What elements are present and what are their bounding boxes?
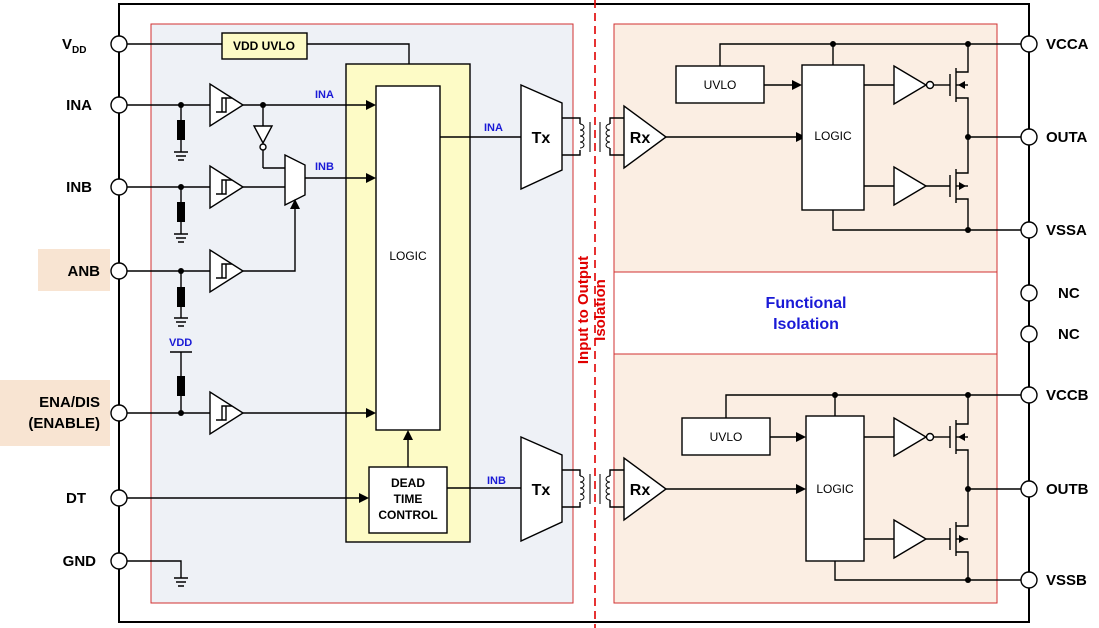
nc2-pin [1020,325,1038,343]
vccb-pin-label: VCCB [1046,387,1089,404]
isolation-label: Input to Output Isolation [575,256,609,364]
vdd-pullup-label: VDD [169,337,192,349]
vdd-pin [110,35,128,53]
logic-a-label: LOGIC [814,129,852,143]
inb-pin-label: INB [66,179,92,196]
dt-pin [110,489,128,507]
nc2-pin-label: NC [1058,326,1080,343]
main-logic-label: LOGIC [389,249,427,263]
rx-b-label: Rx [630,482,651,499]
rx-b-block [623,456,668,522]
inb-pin [110,178,128,196]
main-logic-block [375,85,441,431]
vssb-pin [1020,571,1038,589]
gnd-pin-label: GND [63,553,97,570]
tx-b-block [520,435,563,543]
dead-time-label-3: CONTROL [378,508,437,522]
vcca-pin [1020,35,1038,53]
dead-time-label-2: TIME [394,492,423,506]
isolation-label-line2: Isolation [592,279,609,341]
gnd-pin [110,552,128,570]
vccb-pin [1020,386,1038,404]
uvlo-b-block [681,417,771,456]
dt-pin-label: DT [66,490,86,507]
nmos-a [949,137,969,230]
nc1-pin-label: NC [1058,285,1080,302]
ina-pin [110,96,128,114]
dead-time-control-block [368,466,448,534]
logic-b-label: LOGIC [816,482,854,496]
driver-b-low [893,518,928,560]
inb-mux [284,153,306,207]
inb-signal-label-1: INB [315,161,334,173]
vdd-pin-label: VDD [62,36,86,56]
inb-signal-label-2: INB [487,475,506,487]
isolation-transformer-a [562,117,624,156]
pmos-b [949,395,969,489]
driver-b-high [893,416,928,458]
vssa-pin-label: VSSA [1046,222,1087,239]
isolation-transformer-b [562,469,624,508]
anb-pin-label: ANB [68,263,101,280]
ena-pin-label-line1: ENA/DIS [39,394,100,411]
ena-pin [110,404,128,422]
rx-a-block [623,104,668,170]
pmos-a [949,44,969,137]
functional-isolation-region [613,271,998,355]
vdd-uvlo-label: VDD UVLO [233,39,295,53]
tx-a-label: Tx [532,130,551,147]
vcca-pin-label: VCCA [1046,36,1089,53]
outa-pin [1020,128,1038,146]
outa-pin-label: OUTA [1046,129,1088,146]
outb-pin-label: OUTB [1046,481,1089,498]
nc1-pin [1020,284,1038,302]
anb-pin-highlight [38,249,110,291]
tx-a-block [520,83,563,191]
logic-b-block [805,415,865,562]
ena-pin-highlight [0,380,110,446]
nmos-b [949,489,969,580]
uvlo-a-label: UVLO [704,78,737,92]
ina-pin-label: INA [66,97,92,114]
outb-pin [1020,480,1038,498]
vssa-pin [1020,221,1038,239]
rx-a-label: Rx [630,130,651,147]
tx-b-label: Tx [532,482,551,499]
dead-time-label-1: DEAD [391,476,425,490]
ina-signal-label-2: INA [484,122,503,134]
isolation-label-line1: Input to Output [575,256,592,364]
driver-a-high [893,64,928,106]
anb-pin [110,262,128,280]
functional-isolation-label-1: Functional [766,295,847,312]
functional-isolation-label-2: Isolation [773,316,839,333]
vssb-pin-label: VSSB [1046,572,1087,589]
vdd-uvlo-block [221,32,308,60]
ina-inverter [252,125,274,145]
driver-a-low [893,165,928,207]
ina-signal-label-1: INA [315,89,334,101]
uvlo-b-label: UVLO [710,430,743,444]
ena-pin-label-line2: (ENABLE) [28,415,100,432]
